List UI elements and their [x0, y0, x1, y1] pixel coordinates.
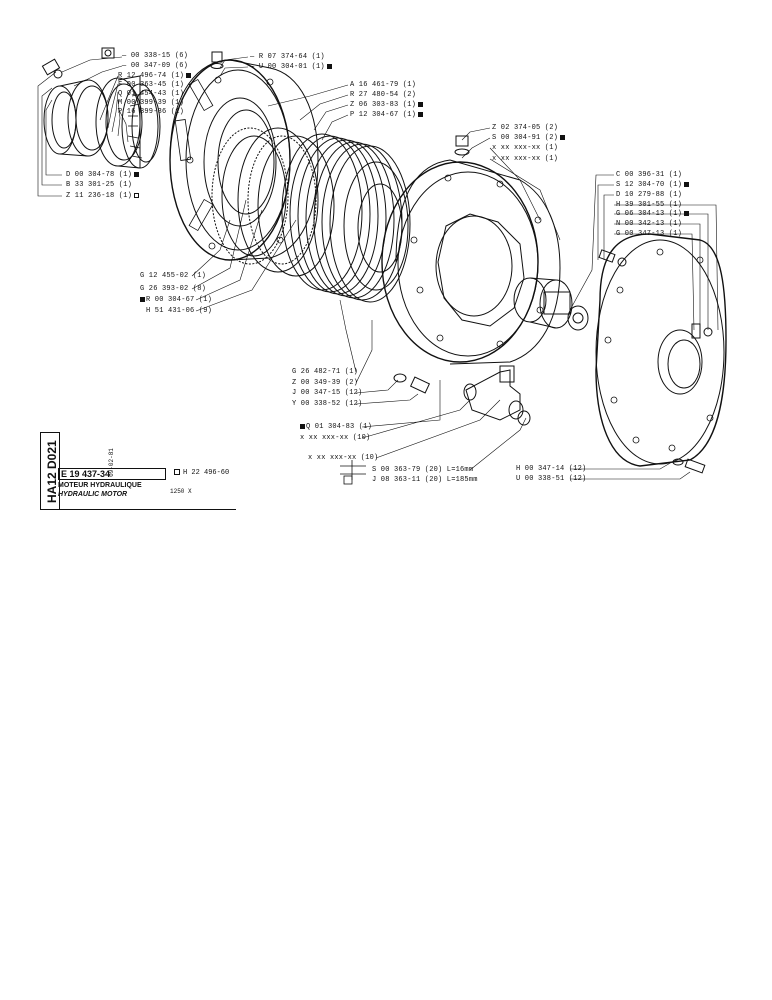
- filled-square-icon: [326, 63, 332, 69]
- callout-label: A 16 461-79 (1): [350, 81, 417, 89]
- filled-square-icon: [418, 111, 424, 117]
- housing-left: [169, 51, 319, 261]
- callout-label: — 00 347-09 (6): [122, 62, 189, 70]
- callout-label: G 26 393-02 (8): [140, 285, 207, 293]
- callout-label: H 39 301-55 (1): [616, 201, 683, 209]
- callout-label: G 26 482-71 (1): [292, 368, 359, 376]
- callout-label: P 12 304-67 (1): [350, 111, 424, 120]
- callout-label: D 10 279-88 (1): [616, 191, 683, 199]
- filled-square-icon: [134, 171, 140, 177]
- open-square-icon: [134, 192, 140, 198]
- callout-label: J 00 347-15 (12): [292, 389, 363, 397]
- callout-label: G 12 455-02 (1): [140, 272, 207, 280]
- callout-label: N 00 342-13 (1): [616, 220, 683, 228]
- callout-label: P 16 399-36 (1): [118, 108, 185, 116]
- callout-label: Z 00 349-39 (2): [292, 379, 359, 387]
- callout-label: G 00 347-13 (1): [616, 230, 683, 238]
- drawing-reference-box: HA12 D021 09-02-81: [40, 432, 115, 510]
- callout-label: x xx xxx-xx (1): [492, 144, 559, 152]
- leader-lines: [37, 56, 719, 480]
- filled-square-icon: [186, 72, 192, 78]
- callout-label: F 00 363-45 (1): [118, 81, 185, 89]
- callout-label: Z 06 303-83 (1): [350, 101, 424, 110]
- filled-square-icon: [300, 423, 305, 429]
- callout-label: — U 00 304-01 (1): [250, 63, 332, 72]
- open-square-icon: [174, 469, 180, 476]
- callout-label: x xx xxx-xx (1): [492, 155, 559, 163]
- callout-label: H 51 431-06 (9): [146, 307, 213, 315]
- callout-label: M 00 399-39 (1): [118, 99, 185, 107]
- filled-square-icon: [560, 134, 566, 140]
- valve-block: [393, 365, 531, 426]
- filled-square-icon: [140, 296, 145, 302]
- part-number: E 19 437-34: [58, 468, 166, 480]
- alt-part-number: H 22 496-60: [174, 469, 229, 477]
- housing-middle: [381, 135, 561, 365]
- bearing-ring: [121, 83, 161, 169]
- callout-label: S 00 304-91 (2): [492, 134, 566, 143]
- title-french: MOTEUR HYDRAULIQUE: [58, 482, 142, 489]
- callout-label: R 00 304-67 (1): [140, 296, 212, 305]
- callout-label: x xx xxx-xx (10): [308, 454, 379, 462]
- filled-square-icon: [684, 210, 690, 216]
- callout-label: Z 02 374-05 (2): [492, 124, 559, 132]
- right-end-cover: [595, 233, 727, 467]
- callout-label: — 00 338-15 (6): [122, 52, 189, 60]
- callout-label: Y 00 338-52 (12): [292, 400, 363, 408]
- callout-label: J 08 363-11 (20) L=185mm: [372, 476, 478, 484]
- title-block: E 19 437-34 H 22 496-60 MOTEUR HYDRAULIQ…: [58, 468, 236, 510]
- spline-rings: [211, 127, 335, 277]
- callout-label: R 27 480-54 (2): [350, 91, 417, 99]
- callout-label: S 12 304-70 (1): [616, 181, 690, 190]
- cover-bolt: [672, 458, 706, 474]
- callout-label: B 33 301-25 (1): [66, 181, 133, 189]
- callout-label: H 00 347-14 (12): [516, 465, 587, 473]
- title-block-frame: [58, 468, 236, 510]
- drawing-code: HA12 D021: [45, 440, 59, 503]
- filled-square-icon: [684, 181, 690, 187]
- left-end-cap: [41, 47, 143, 169]
- callout-label: U 00 338-51 (12): [516, 475, 587, 483]
- callout-label: S 00 363-79 (20) L=16mm: [372, 466, 474, 474]
- machine-model: 1250 X: [170, 488, 192, 495]
- callout-label: D 00 304-78 (1): [66, 171, 140, 180]
- title-english: HYDRAULIC MOTOR: [58, 491, 128, 498]
- callout-label: R 12 496-74 (1): [118, 72, 192, 81]
- callout-label: C 00 396-31 (1): [616, 171, 683, 179]
- hose-detail: [340, 460, 366, 485]
- filled-square-icon: [418, 101, 424, 107]
- callout-label: Q 01 304-83 (1): [300, 423, 372, 432]
- disc-pack: [281, 133, 411, 303]
- callout-label: x xx xxx-xx (10): [300, 434, 371, 442]
- callout-label: — R 07 374-64 (1): [250, 53, 325, 61]
- callout-label: Q 01 454-43 (1): [118, 90, 185, 98]
- callout-label: Z 11 236-18 (1): [66, 192, 140, 201]
- rotor-shaft: [513, 277, 589, 331]
- callout-label: G 06 304-13 (1): [616, 210, 690, 219]
